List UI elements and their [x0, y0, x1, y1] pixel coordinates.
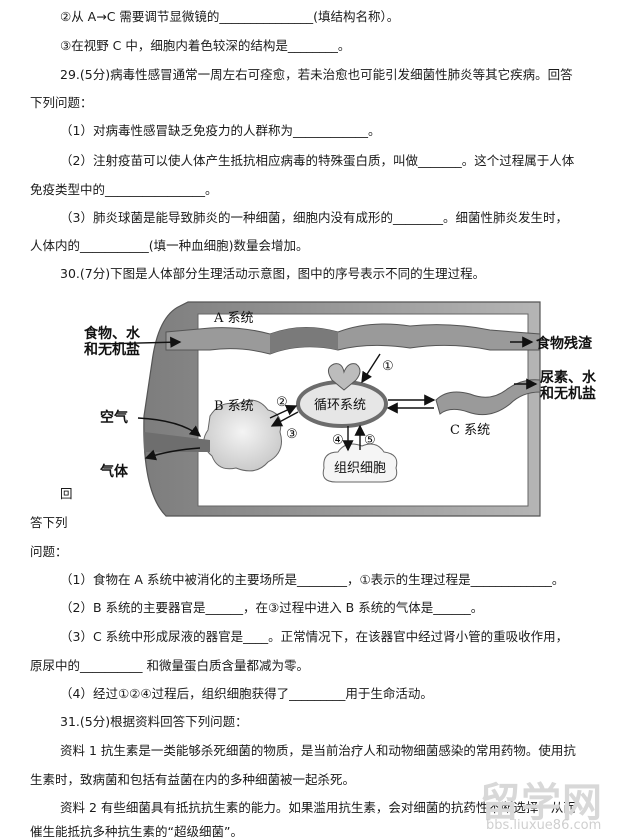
watermark-logo: 留学网	[480, 780, 603, 826]
heart-icon	[328, 363, 361, 391]
label-tissue-cells: 组织细胞	[334, 461, 386, 476]
physiology-diagram: 食物、水 和无机盐 A 系统 B 系统 C 系统 循环系统 组织细胞 空气 气体…	[70, 292, 610, 524]
arrow-process-2	[269, 405, 298, 419]
label-process-2: ②	[276, 395, 288, 410]
label-process-1: ①	[382, 359, 394, 374]
label-food-residue: 食物残渣	[536, 335, 593, 352]
label-system-c: C 系统	[450, 423, 490, 438]
q31-stem: 31.(5分)根据资料回答下列问题：	[60, 714, 248, 729]
label-air: 空气	[100, 409, 128, 426]
q28-item-2: ②从 A→C 需要调节显微镜的_______________(填结构名称）。	[60, 9, 400, 24]
label-process-3: ③	[286, 427, 298, 442]
arrow-process-1	[361, 353, 381, 384]
q30-answer-prompt-3: 问题：	[30, 544, 68, 559]
arrow-process-3	[270, 411, 299, 427]
q29-item-2-cont: 免疫类型中的________________。	[30, 182, 218, 197]
label-food-water-salt-1: 食物、水	[84, 325, 141, 342]
q29-item-2: （2）注射疫苗可以使人体产生抵抗相应病毒的特殊蛋白质，叫做_______。这个过…	[60, 153, 575, 168]
q30-answer-prompt-2: 答下列	[30, 515, 68, 530]
kidney-tube	[435, 379, 541, 416]
label-urea-water-salt-2: 和无机盐	[540, 385, 596, 402]
label-gas: 气体	[99, 463, 129, 480]
q30-item-3-cont: 原尿中的__________ 和微量蛋白质含量都减为零。	[30, 658, 309, 673]
label-process-4: ④	[332, 433, 344, 448]
q31-material-1-cont: 生素时，致病菌和包括有益菌在内的多种细菌被一起杀死。	[30, 772, 356, 787]
label-system-b: B 系统	[214, 399, 254, 414]
arrow-food-in	[99, 336, 182, 348]
q29-item-3-cont: 人体内的___________(填一种血细胞)数量会增加。	[30, 238, 309, 253]
label-system-a: A 系统	[213, 311, 254, 326]
q28-item-3: ③在视野 C 中，细胞内着色较深的结构是________。	[60, 38, 351, 53]
tissue-cells-cloud	[322, 443, 398, 483]
label-urea-water-salt-1: 尿素、水	[540, 369, 597, 386]
watermark-url: bbs.liuxue86.com	[486, 818, 602, 833]
q30-item-3: （3）C 系统中形成尿液的器官是____。正常情况下，在该器官中经过肾小管的重吸…	[60, 629, 569, 644]
q29-item-1: （1）对病毒性感冒缺乏免疫力的人群称为____________。	[60, 123, 381, 138]
q31-material-2: 资料 2 有些细菌具有抵抗抗生素的能力。如果滥用抗生素，会对细菌的抗药性不断选择…	[60, 800, 576, 815]
label-circulation: 循环系统	[314, 398, 366, 413]
q29-item-3: （3）肺炎球菌是能导致肺炎的一种细菌，细胞内没有成形的________。细菌性肺…	[60, 210, 568, 225]
q31-material-1: 资料 1 抗生素是一类能够杀死细菌的物质，是当前治疗人和动物细菌感染的常用药物。…	[60, 743, 576, 758]
q30-item-1: （1）食物在 A 系统中被消化的主要场所是________，①表示的生理过程是_…	[60, 572, 565, 587]
q30-stem: 30.(7分)下图是人体部分生理活动示意图，图中的序号表示不同的生理过程。	[60, 266, 486, 281]
airway	[144, 432, 210, 452]
digestive-tube-shade	[270, 327, 338, 354]
q30-item-4: （4）经过①②④过程后，组织细胞获得了_________用于生命活动。	[60, 686, 433, 701]
q31-material-2-cont: 催生能抵抗多种抗生素的“超级细菌”。	[30, 824, 243, 839]
q30-answer-prompt-1: 回	[60, 486, 73, 501]
q29-stem-cont: 下列问题：	[30, 95, 93, 110]
label-food-water-salt-2: 和无机盐	[84, 341, 140, 358]
arrow-air-in	[137, 417, 202, 437]
label-process-5: ⑤	[364, 433, 376, 448]
lung-shape	[203, 399, 282, 472]
q30-item-2: （2）B 系统的主要器官是______，在③过程中进入 B 系统的气体是____…	[60, 600, 484, 615]
arrow-gas-out	[144, 447, 201, 461]
physiology-diagram-svg: 食物、水 和无机盐 A 系统 B 系统 C 系统 循环系统 组织细胞 空气 气体…	[84, 301, 597, 517]
q29-stem: 29.(5分)病毒性感冒通常一周左右可痊愈，若未治愈也可能引发细菌性肺炎等其它疾…	[60, 67, 573, 82]
